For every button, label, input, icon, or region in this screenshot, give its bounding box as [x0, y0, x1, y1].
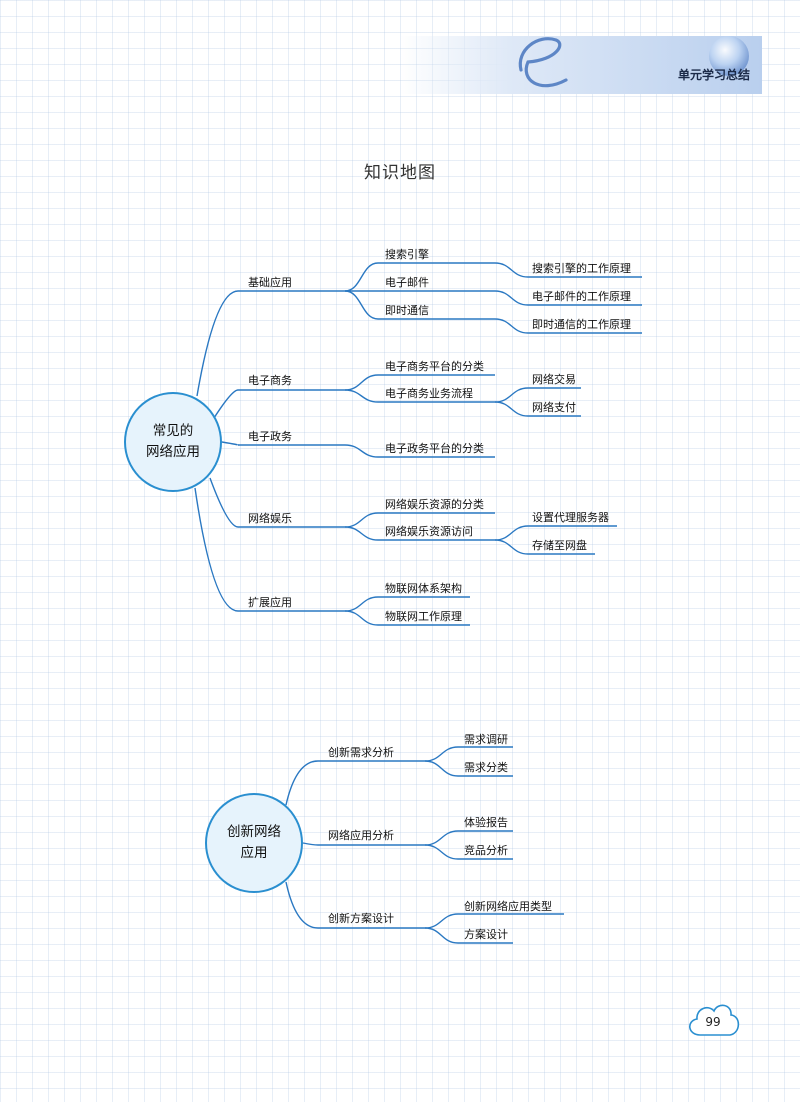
- branch-connector: [424, 844, 459, 860]
- branch-connector: [344, 444, 379, 458]
- sub-label: 网络娱乐资源的分类: [385, 498, 484, 511]
- page-title: 知识地图: [364, 163, 436, 183]
- leaf-label: 网络支付: [532, 401, 576, 414]
- sub-label: 物联网工作原理: [385, 610, 462, 623]
- hub-common-apps: 常见的 网络应用: [124, 392, 222, 492]
- branch-connector: [344, 526, 379, 541]
- leaf-connector: [494, 262, 529, 278]
- sub-label: 需求调研: [464, 733, 508, 746]
- branch-connector: [424, 760, 459, 777]
- hub-line-1: 创新网络: [227, 824, 281, 840]
- branch-connector: [344, 512, 379, 528]
- hub-connector: [221, 441, 239, 446]
- sub-label: 电子政务平台的分类: [385, 442, 484, 455]
- sub-label: 物联网体系架构: [385, 582, 462, 595]
- sub-label: 搜索引擎: [385, 248, 429, 261]
- page-number: 99: [705, 1015, 721, 1029]
- hub-connector: [194, 487, 239, 612]
- hub-connector: [285, 881, 319, 929]
- leaf-connector: [494, 387, 529, 403]
- leaf-label: 设置代理服务器: [532, 511, 609, 524]
- branch-connector: [424, 746, 459, 762]
- sub-label: 体验报告: [464, 816, 508, 829]
- hub-connector: [302, 842, 319, 846]
- branch-connector: [344, 596, 379, 612]
- leaf-connector: [494, 539, 529, 555]
- branch-label: 创新方案设计: [328, 912, 394, 925]
- hub-connector: [213, 389, 239, 419]
- sub-label: 竞品分析: [464, 844, 508, 857]
- hub-connector: [285, 760, 319, 806]
- branch-connector: [344, 374, 379, 391]
- branch-connector: [424, 830, 459, 846]
- leaf-label: 搜索引擎的工作原理: [532, 262, 631, 275]
- sub-label: 电子商务平台的分类: [385, 360, 484, 373]
- branch-label: 电子政务: [248, 430, 292, 443]
- leaf-label: 存储至网盘: [532, 539, 587, 552]
- branch-connector: [344, 262, 379, 292]
- hub-connector: [209, 477, 239, 528]
- sub-label: 电子邮件: [385, 276, 429, 289]
- leaf-label: 电子邮件的工作原理: [532, 290, 631, 303]
- leaf-connector: [494, 525, 529, 541]
- hub-innovative-apps: 创新网络 应用: [205, 793, 303, 893]
- header-text: 单元学习总结: [677, 68, 750, 82]
- sub-label: 即时通信: [385, 304, 429, 317]
- branch-label: 电子商务: [248, 374, 292, 387]
- leaf-label: 网络交易: [532, 373, 576, 386]
- branch-label: 创新需求分析: [328, 746, 394, 759]
- header-logo-icon: [518, 36, 749, 88]
- hub-line-1: 常见的: [152, 423, 194, 439]
- branch-connector: [344, 290, 379, 320]
- sub-label: 需求分类: [464, 761, 508, 774]
- branch-connector: [344, 389, 379, 403]
- branch-connector: [424, 927, 459, 944]
- sub-label: 创新网络应用类型: [464, 900, 552, 913]
- hub-line-2: 应用: [240, 845, 268, 861]
- sub-label: 电子商务业务流程: [385, 387, 473, 400]
- header-band: [400, 36, 762, 94]
- sub-label: 网络娱乐资源访问: [385, 525, 473, 538]
- branch-connector: [344, 610, 379, 626]
- branch-label: 网络应用分析: [328, 829, 394, 842]
- leaf-label: 即时通信的工作原理: [532, 318, 631, 331]
- leaf-connector: [494, 290, 529, 306]
- branch-label: 扩展应用: [248, 596, 292, 609]
- hub-connector: [196, 290, 239, 397]
- branch-label: 网络娱乐: [248, 512, 292, 525]
- hub-line-2: 网络应用: [146, 444, 200, 460]
- branch-label: 基础应用: [248, 276, 292, 289]
- leaf-connector: [494, 401, 529, 417]
- sub-label: 方案设计: [464, 928, 508, 941]
- leaf-connector: [494, 318, 529, 334]
- branch-connector: [424, 913, 459, 929]
